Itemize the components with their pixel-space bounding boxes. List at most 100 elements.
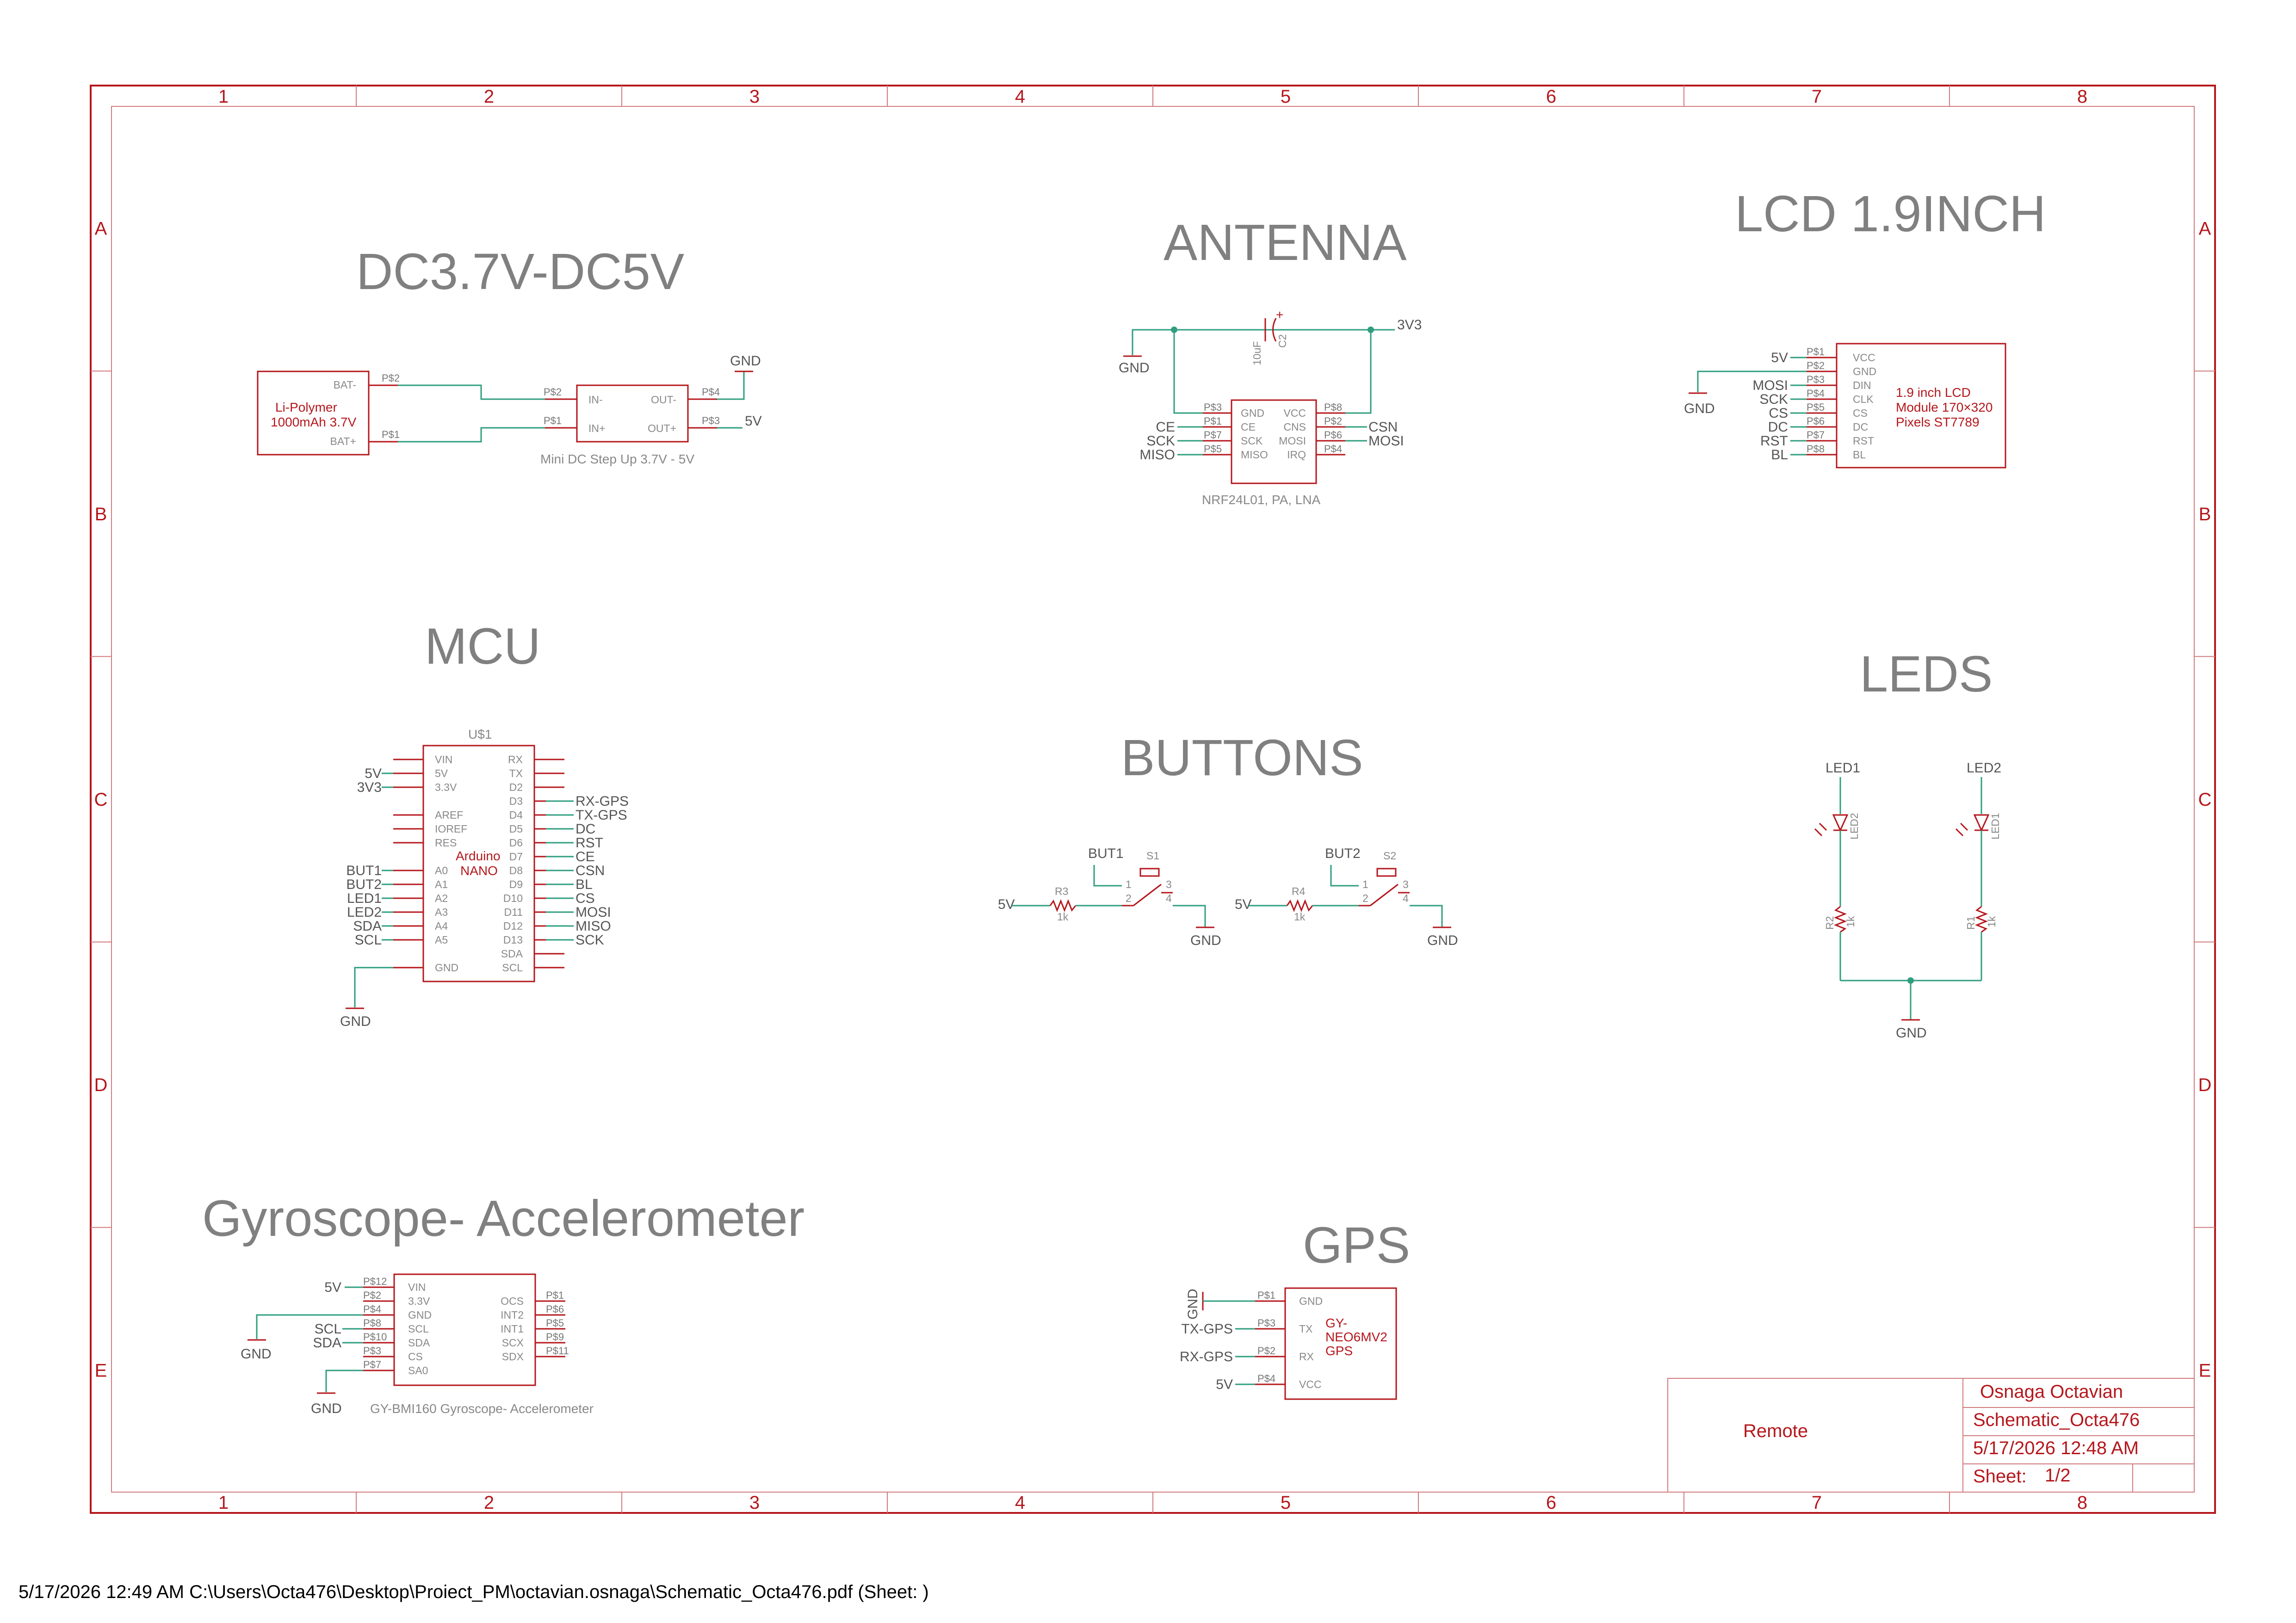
mcu-pin-right: D13: [503, 934, 523, 946]
zone-label-top: 6: [1546, 86, 1556, 107]
print-footer: 5/17/2026 12:49 AM C:\Users\Octa476\Desk…: [19, 1582, 929, 1602]
stepup-gnd-label: GND: [730, 353, 761, 369]
lcd-name-3: Pixels ST7789: [1896, 415, 1980, 429]
stepup-pad-out-neg: P$4: [702, 386, 720, 398]
mcu-pin-left: A0: [435, 864, 448, 876]
radio-pad-left: P$7: [1204, 429, 1222, 441]
gyro-pin-right: INT1: [501, 1323, 524, 1335]
mcu-pin-left: 5V: [435, 767, 448, 779]
switch-pin: 3: [1403, 878, 1409, 890]
radio-pin-right: IRQ: [1287, 449, 1306, 461]
switch-pin: 4: [1403, 892, 1409, 904]
mcu-pin-right: SDA: [501, 948, 523, 960]
radio-pad-left: P$5: [1204, 443, 1222, 455]
zone-label-left: D: [94, 1075, 108, 1095]
mcu-pin-left: A2: [435, 892, 448, 904]
lcd-pad-label: P$5: [1807, 401, 1825, 413]
zone-label-right: D: [2198, 1075, 2212, 1095]
gyro-caption: GY-BMI160 Gyroscope- Accelerometer: [370, 1401, 594, 1416]
mcu-net-right: MISO: [576, 919, 611, 934]
stepup-symbol: IN- IN+ OUT- OUT+ P$2 P$1 P$4 P$3 Mini D…: [540, 384, 720, 466]
zone-label-right: B: [2199, 504, 2211, 525]
lcd-pad-label: P$2: [1807, 360, 1825, 371]
tb-author: Osnaga Octavian: [1980, 1382, 2123, 1402]
button-supply-label: 5V: [1235, 897, 1252, 912]
radio-pin-left: SCK: [1241, 435, 1263, 447]
tb-datetime: 5/17/2026 12:48 AM: [1973, 1438, 2139, 1458]
switch-pin: 2: [1362, 892, 1368, 904]
title-power: DC3.7V-DC5V: [356, 243, 684, 300]
mcu-pin-left: VIN: [435, 753, 452, 765]
mcu-pin-right: D4: [509, 809, 523, 821]
led-ref: LED1: [1989, 813, 2001, 839]
lcd-pin-label: DC: [1853, 421, 1868, 433]
led-arrow: [1819, 822, 1827, 831]
tb-project: Remote: [1743, 1421, 1808, 1441]
mcu-pin-right: D10: [503, 892, 523, 904]
stepup-wires: GND 5V: [717, 353, 762, 429]
gps-pin-label: TX: [1299, 1323, 1312, 1335]
cap-value: 10uF: [1251, 341, 1263, 365]
zone-label-top: 5: [1281, 86, 1291, 107]
battery-pad-pos: P$1: [382, 429, 400, 440]
mcu-net-left: 5V: [365, 766, 382, 781]
lcd-name-2: Module 170×320: [1896, 400, 1993, 414]
switch-actuator: [1376, 868, 1397, 877]
tb-sheet-label: Sheet:: [1973, 1466, 2027, 1487]
button-gnd-label: GND: [1190, 933, 1221, 948]
gps-name-2: NEO6MV2: [1325, 1330, 1387, 1344]
button-switch-ref: S1: [1146, 850, 1159, 862]
button-net-label: BUT2: [1325, 846, 1361, 861]
resistor-zigzag: [1974, 906, 1988, 933]
lcd-module: 1.9 inch LCD Module 170×320 Pixels ST778…: [1684, 343, 2006, 469]
gyro-pin-left: GND: [408, 1309, 432, 1321]
gyro-pad-left: P$2: [363, 1290, 381, 1301]
gyro-pad-right: P$9: [546, 1331, 564, 1343]
lcd-pad-label: P$7: [1807, 429, 1825, 441]
title-antenna: ANTENNA: [1163, 214, 1407, 271]
gyro-pin-left: SDA: [408, 1337, 430, 1349]
lcd-pad-label: P$1: [1807, 346, 1825, 358]
radio-pin-left: MISO: [1241, 449, 1268, 461]
radio-net-left: SCK: [1146, 433, 1175, 449]
stepup-pad-in-pos: P$1: [544, 415, 562, 426]
led-res-ref: R1: [1965, 916, 1977, 930]
switch-pin: 3: [1166, 878, 1172, 890]
gps-pad-label: P$1: [1257, 1290, 1275, 1301]
zone-label-bottom: 5: [1281, 1493, 1291, 1513]
battery-name-2: 1000mAh 3.7V: [271, 415, 357, 429]
mcu-pin-right: D8: [509, 864, 523, 876]
mcu-net-right: CSN: [576, 863, 605, 878]
mcu-net-right: BL: [576, 877, 593, 892]
lcd-net-label: MOSI: [1752, 378, 1788, 393]
lcd-net-label: CS: [1769, 406, 1788, 421]
zone-label-bottom: 6: [1546, 1493, 1556, 1513]
mcu-net-right: TX-GPS: [576, 808, 627, 823]
radio-pin-right: VCC: [1283, 407, 1306, 419]
radio-net-left: MISO: [1139, 447, 1175, 463]
zone-label-bottom: 2: [484, 1493, 494, 1513]
gyro-pad-right: P$5: [546, 1317, 564, 1329]
switch-pin: 1: [1362, 878, 1368, 890]
lcd-pad-label: P$6: [1807, 415, 1825, 427]
led-ref: LED2: [1848, 813, 1860, 839]
zone-label-top: 1: [218, 86, 229, 107]
led-arrow: [1814, 828, 1823, 837]
gyro-pin-left: CS: [408, 1351, 423, 1363]
led-arrow: [1955, 828, 1964, 837]
zone-label-bottom: 7: [1812, 1493, 1822, 1513]
switch-pin: 1: [1126, 878, 1132, 890]
gps-net-label: RX-GPS: [1180, 1349, 1233, 1364]
stepup-pin-in-pos: IN+: [588, 422, 605, 434]
lcd-net-label: SCK: [1759, 392, 1788, 407]
stepup-5v-label: 5V: [745, 413, 762, 429]
title-leds: LEDS: [1860, 646, 1993, 703]
